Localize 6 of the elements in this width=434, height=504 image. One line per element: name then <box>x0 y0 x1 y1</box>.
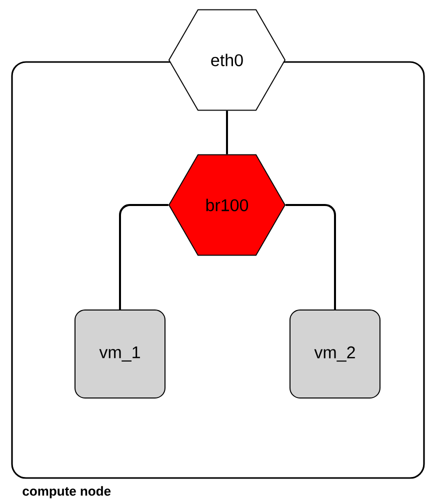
connector-line <box>226 110 228 154</box>
node-label: compute node <box>22 486 111 498</box>
connector-line <box>286 204 336 310</box>
rounded-box: vm_2 <box>290 310 380 398</box>
rounded-box: vm_1 <box>74 310 166 398</box>
connector-line <box>119 204 168 310</box>
